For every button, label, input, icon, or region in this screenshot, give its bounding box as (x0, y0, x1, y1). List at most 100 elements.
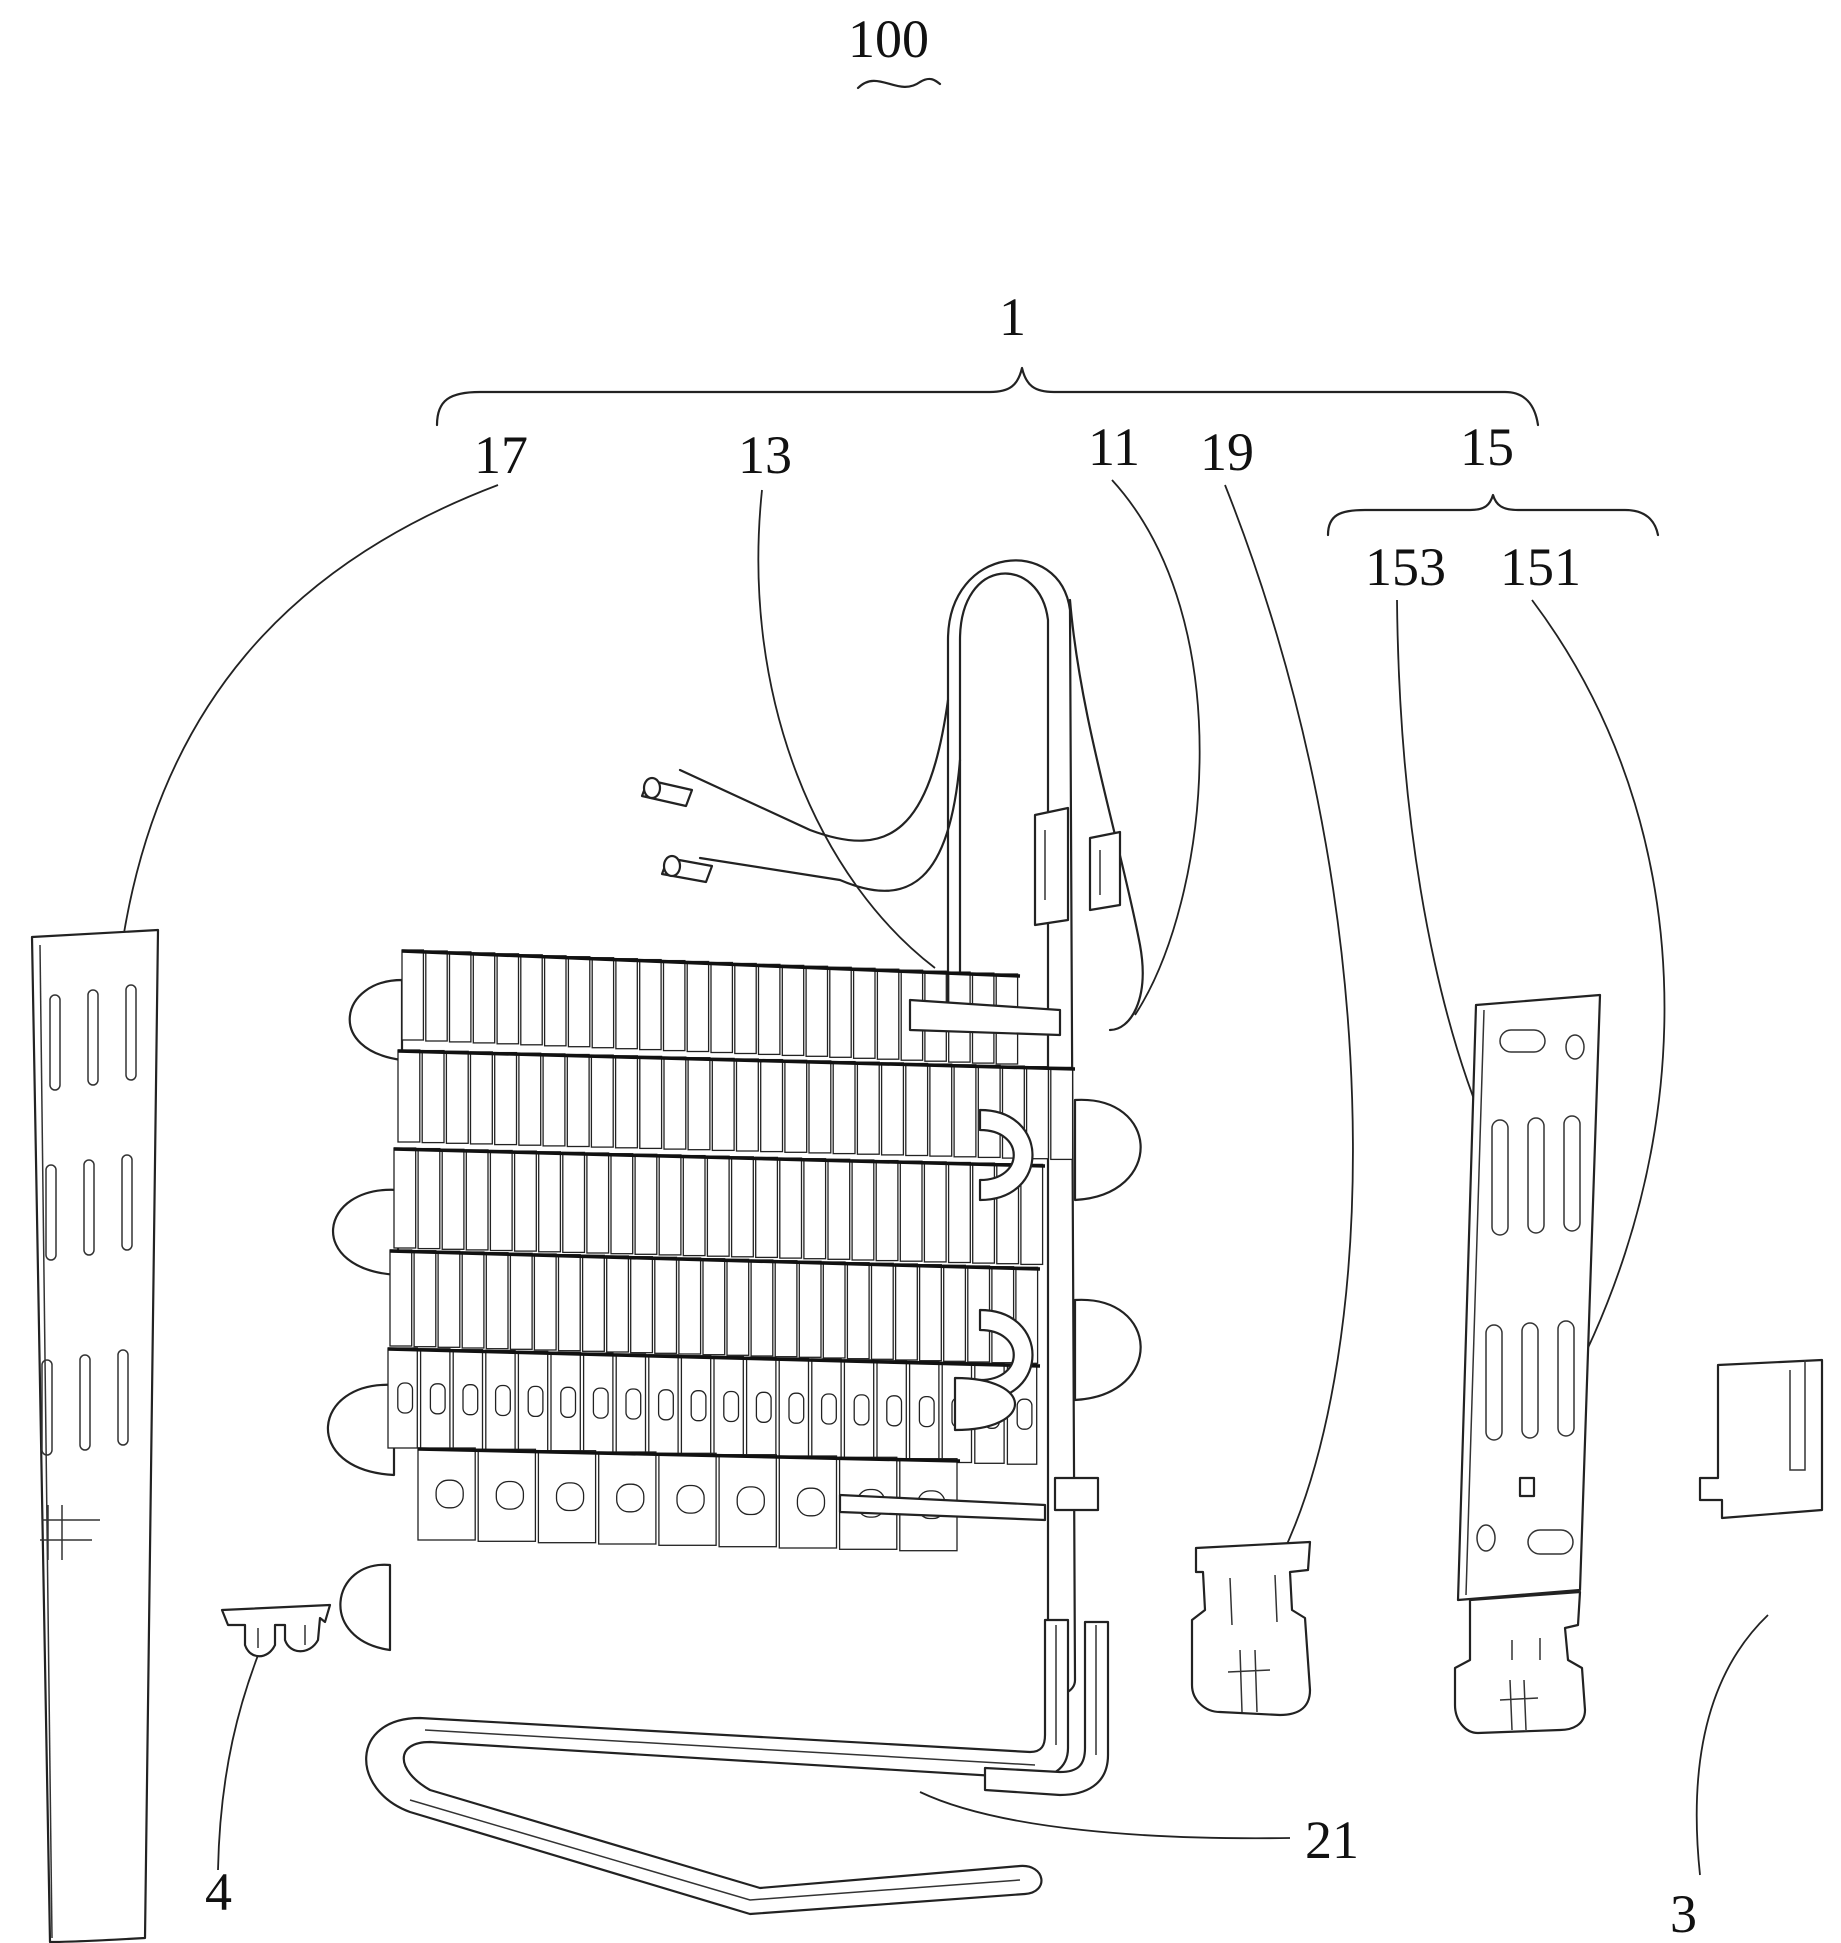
label-13: 13 (738, 425, 792, 485)
brace-1 (435, 366, 1540, 427)
fin-plate (755, 1156, 779, 1259)
leader-11 (1111, 479, 1201, 1016)
label-1: 1 (999, 287, 1026, 347)
leader-3 (1695, 1614, 1769, 1876)
leader-13 (757, 489, 936, 969)
fin-plate (610, 1153, 634, 1255)
fin-plate (832, 1060, 856, 1155)
fin-plate (706, 1155, 730, 1257)
fin-plate (543, 955, 567, 1047)
fin-plate (943, 1264, 967, 1362)
fin-plate (805, 965, 829, 1057)
label-11: 11 (1088, 417, 1140, 477)
fin-slot (625, 1388, 642, 1420)
fin-plate (425, 950, 448, 1042)
fin-plate (639, 1055, 663, 1150)
fin-slot (796, 1487, 826, 1517)
fin-slot (676, 1484, 705, 1514)
fin-plate (417, 1147, 441, 1250)
label-4: 4 (205, 1862, 232, 1922)
fin-plate (702, 1258, 726, 1356)
fin-plate (448, 951, 472, 1043)
fin-slot (592, 1387, 609, 1419)
evaporator-core (326, 559, 1144, 1696)
fin-plate (827, 1158, 851, 1260)
leader-21 (919, 1791, 1291, 1840)
fin-plate (461, 1251, 485, 1349)
fin-plate (923, 1161, 947, 1263)
fin-plate (750, 1259, 774, 1357)
fin-plate (614, 1055, 639, 1149)
label-151: 151 (1500, 537, 1581, 597)
fin-slot (527, 1385, 544, 1418)
fin-plate (947, 1161, 971, 1264)
fin-slot (435, 1479, 464, 1509)
fin-plate (1050, 1066, 1074, 1161)
fin-plate (591, 957, 615, 1049)
fin-slot (723, 1390, 740, 1423)
fin-plate (876, 968, 900, 1060)
fin-plate (485, 1252, 509, 1350)
label-153: 153 (1365, 537, 1446, 597)
fin-slot (820, 1393, 837, 1425)
fin-plate (465, 1149, 489, 1251)
fin-plate (870, 1262, 894, 1360)
fin-plate (445, 1050, 469, 1144)
fin-row-2 (397, 1049, 1076, 1161)
clip-19 (1190, 1540, 1312, 1717)
fin-row-top-edge (397, 1049, 1076, 1071)
fin-row-1 (401, 949, 1021, 1065)
fin-plate (710, 961, 734, 1054)
fin-plate (421, 1049, 445, 1144)
fin-plate (397, 1049, 421, 1143)
fin-plate (784, 1059, 808, 1153)
fin-plate (389, 1249, 413, 1347)
fin-plate (567, 956, 591, 1048)
fin-plate (586, 1152, 610, 1254)
fin-slot (616, 1483, 645, 1513)
fin-plate (441, 1148, 465, 1250)
fin-plate (798, 1260, 822, 1358)
fin-row-5 (387, 1347, 1041, 1465)
fin-plate (687, 1057, 711, 1151)
fin-plate (630, 1256, 654, 1354)
fin-plate (469, 1051, 493, 1145)
leader-151 (1521, 599, 1666, 1466)
fin-plate (658, 1154, 682, 1256)
fin-plate (496, 953, 520, 1045)
left-heater-plate (30, 928, 160, 1943)
fin-slot (494, 1384, 511, 1417)
fin-slot (853, 1394, 870, 1426)
fin-plate (566, 1053, 590, 1148)
drain-heater-tube (365, 1618, 1110, 1916)
fin-plate (735, 1058, 759, 1152)
fin-plate (606, 1255, 630, 1353)
fin-plate (538, 1151, 562, 1253)
fin-plate (662, 959, 686, 1052)
fin-plate (829, 966, 852, 1058)
fin-row-top-edge (417, 1447, 961, 1463)
fin-slot (886, 1395, 903, 1427)
fin-slot (429, 1383, 446, 1415)
label-15: 15 (1460, 417, 1514, 477)
fin-row-top-edge (401, 949, 1021, 978)
fin-plate (557, 1254, 581, 1352)
fin-slot (397, 1382, 414, 1414)
leader-17 (117, 484, 499, 976)
fin-plate (779, 1157, 803, 1259)
fin-plate (520, 954, 543, 1046)
fin-plate (494, 1051, 518, 1146)
fin-plate (654, 1256, 678, 1354)
fin-plate (757, 963, 781, 1056)
fin-plate (905, 1062, 929, 1157)
fin-plate (615, 958, 638, 1050)
fin-plate (533, 1253, 557, 1351)
fin-slot (495, 1480, 525, 1510)
brace-15 (1326, 493, 1660, 537)
fin-row-4 (389, 1249, 1041, 1364)
fin-plate (590, 1054, 614, 1148)
fin-plate (734, 962, 757, 1055)
fin-plate (489, 1149, 513, 1252)
